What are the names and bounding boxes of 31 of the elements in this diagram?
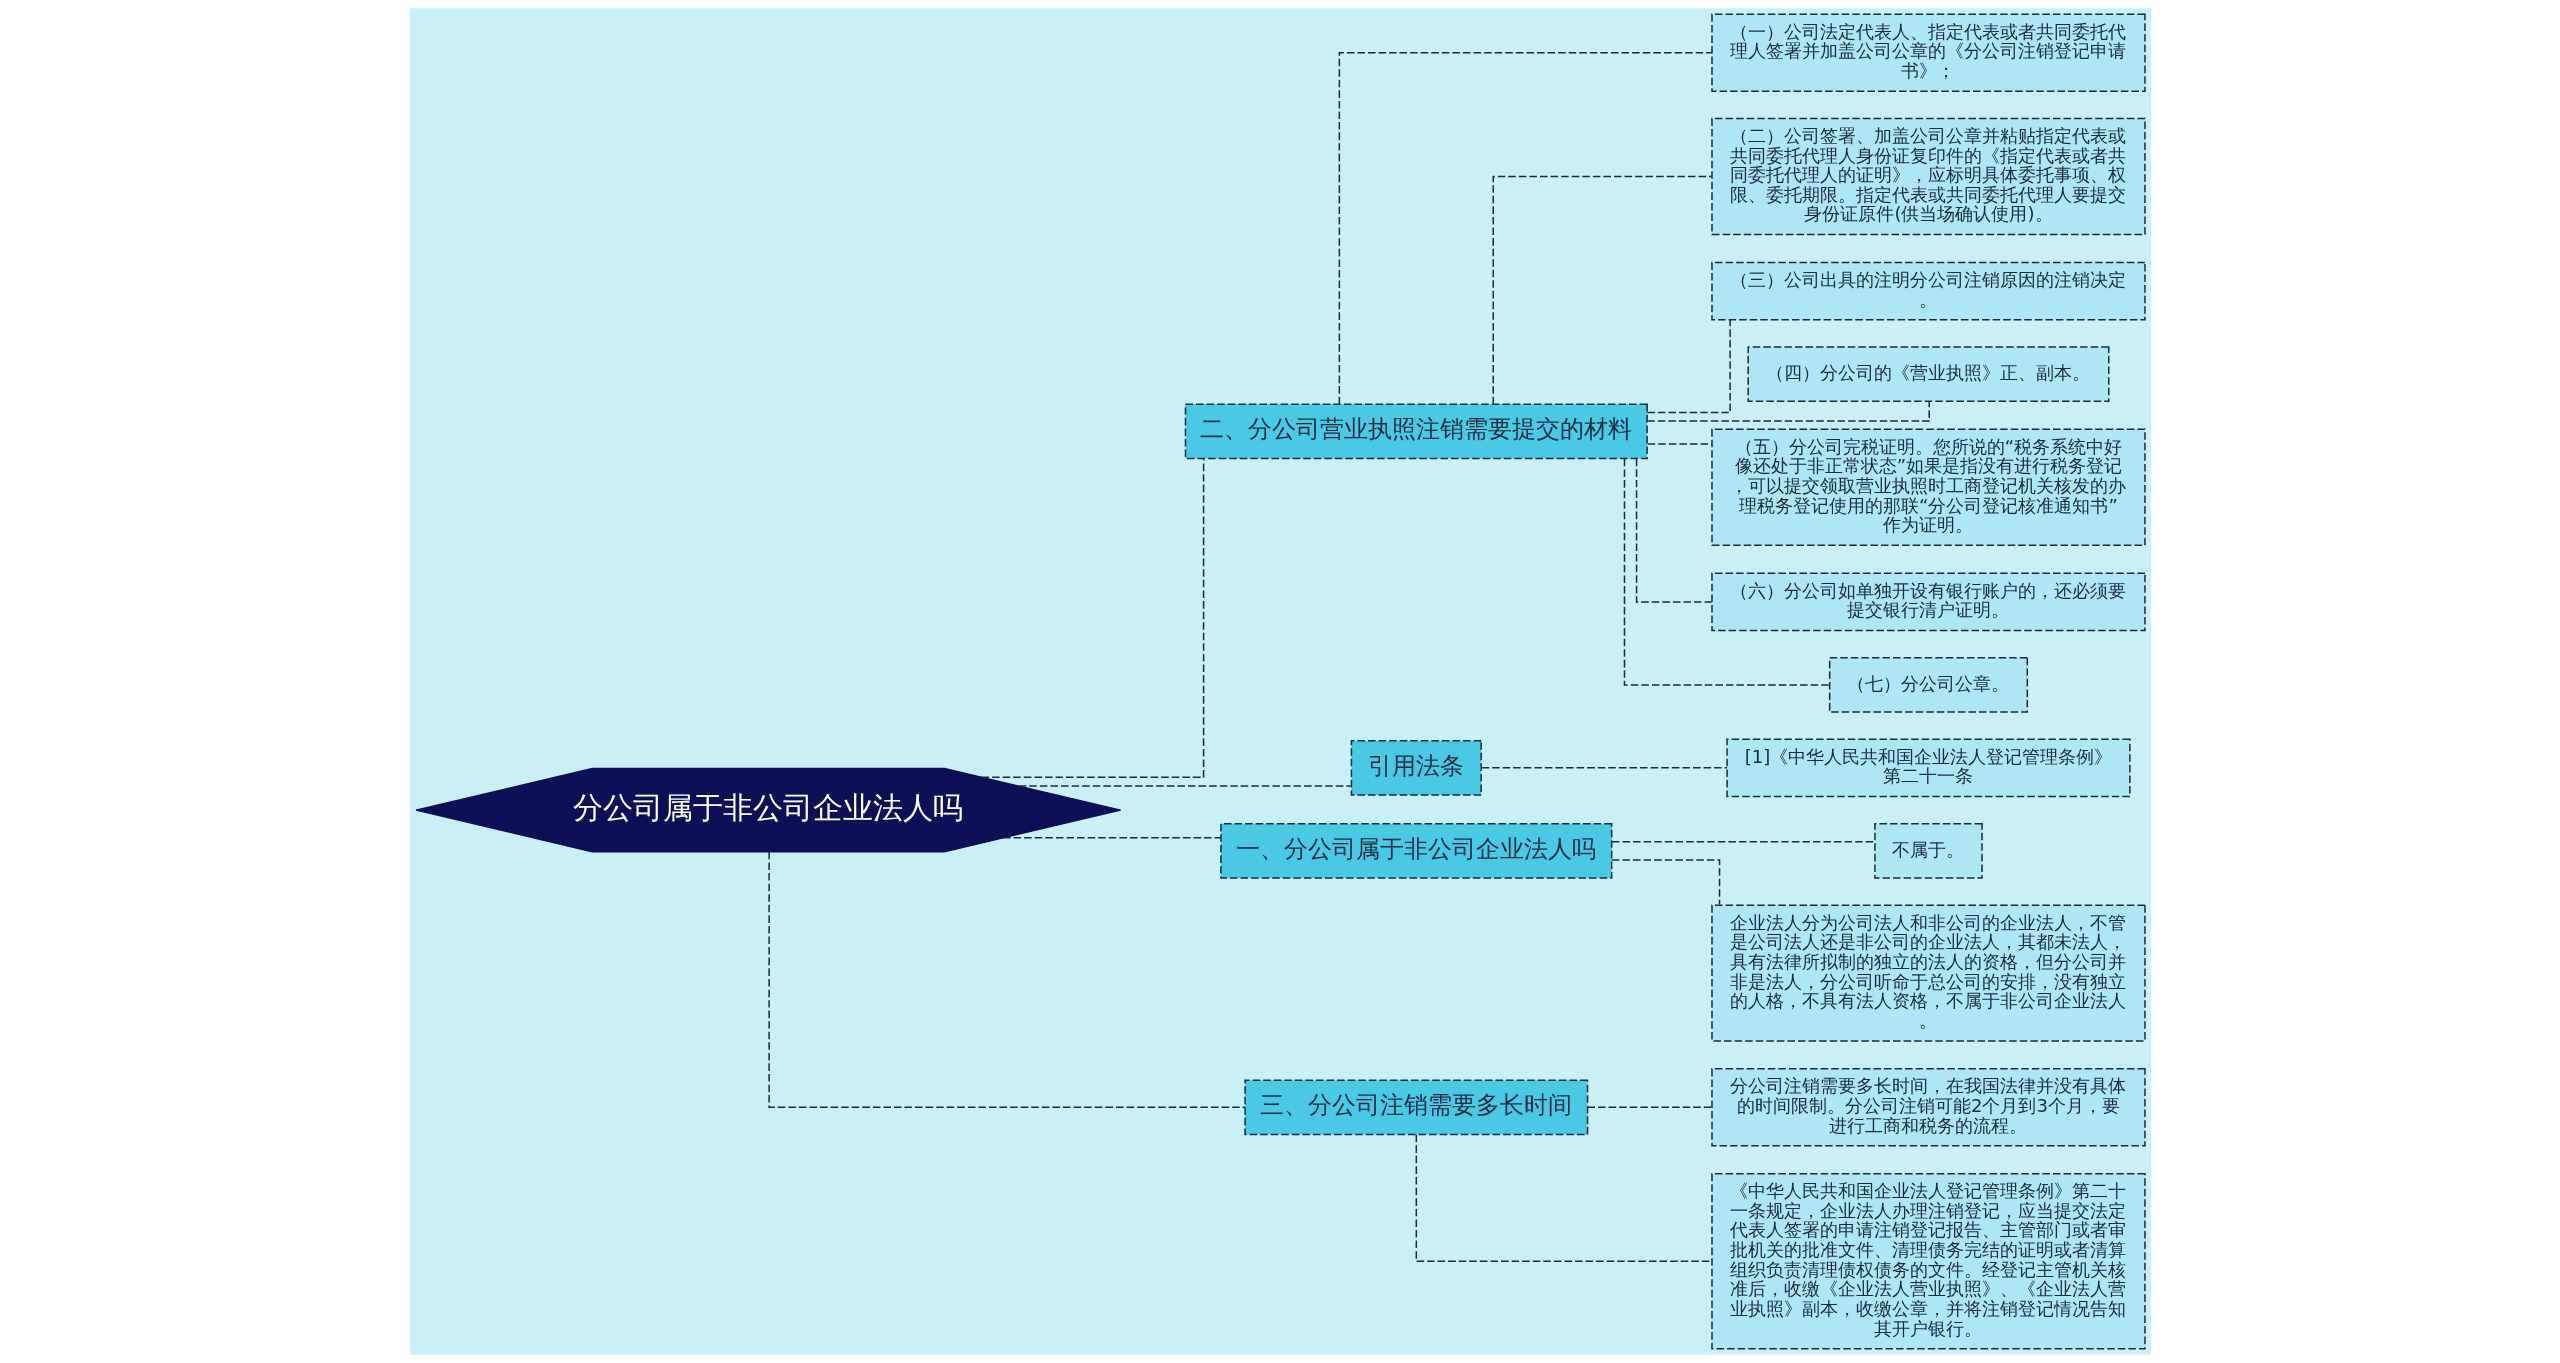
node-box: （六）分公司如单独开设有银行账户的，还必须要提交银行清户证明。 (1710, 572, 2146, 632)
connector (1610, 841, 1875, 843)
connector (1415, 1134, 1712, 1262)
node-box: 二、分公司营业执照注销需要提交的材料 (1184, 403, 1648, 460)
node-box: （七）分公司公章。 (1828, 657, 2028, 713)
connector (1492, 175, 1712, 405)
node-box: 引用法条 (1350, 739, 1482, 796)
connector (1017, 785, 1352, 787)
connector (1646, 443, 1713, 445)
node-box: 一、分公司属于非公司企业法人吗 (1219, 822, 1612, 879)
connector (1480, 767, 1728, 769)
connector (1610, 859, 1720, 906)
connector (767, 851, 1246, 1109)
connector (1645, 319, 1731, 414)
node-box: 不属于。 (1873, 822, 1983, 879)
connector (1635, 458, 1712, 603)
node-box: [1]《中华人民共和国企业法人登记管理条例》第二十一条 (1725, 738, 2131, 798)
node-box: 《中华人民共和国企业法人登记管理条例》第二十一条规定，企业法人办理注销登记，应当提交法定代表人签署的申请注销登记报告、主管部门或者审批机关的批准文件、清理债务完结的证明或者清算组织负责清理债权债务的文件。经登记主管机关核准后，收缴《企业法人营业执照》、《企业法人营业执照》副本，收缴公章，并将注销登记情况告知其开户银行。 (1710, 1172, 2146, 1350)
node-box: 分公司注销需要多长时间，在我国法律并没有具体的时间限制。分公司注销可能2个月到3个月，要进行工商和税务的流程。 (1710, 1068, 2146, 1147)
node-box: 企业法人分为公司法人和非公司的企业法人，不管是公司法人还是非公司的企业法人，其都未法人，具有法律所拟制的独立的法人的资格，但分公司并非是法人，分公司听命于总公司的安排，没有独立的人格，不具有法人资格，不属于非公司企业法人。 (1710, 904, 2146, 1042)
connector (1586, 1106, 1713, 1109)
node-box: （一）公司法定代表人、指定代表或者共同委托代理人签署并加盖公司公章的《分公司注销登记申请书》； (1710, 13, 2146, 92)
connector (980, 458, 1204, 778)
node-box: （四）分公司的《营业执照》正、副本。 (1746, 346, 2109, 403)
connector (1623, 458, 1830, 686)
connector (1338, 52, 1712, 405)
node-box: 三、分公司注销需要多长时间 (1243, 1079, 1588, 1136)
node-box: （五）分公司完税证明。您所说的“税务系统中好像还处于非正常状态”如果是指没有进行税务登记，可以提交领取营业执照时工商登记机关核发的办理税务登记使用的那联“分公司登记核准通知书”作为证明。 (1710, 428, 2146, 547)
connector (1001, 837, 1221, 839)
node-box: （二）公司签署、加盖公司公章并粘贴指定代表或共同委托代理人身份证复印件的《指定代表或者共同委托代理人的证明》，应标明具体委托事项、权限、委托期限。指定代表或共同委托代理人要提交身份证原件(供当场确认使用)。 (1710, 117, 2146, 236)
node-box: （三）公司出具的注明分公司注销原因的注销决定。 (1710, 261, 2146, 321)
